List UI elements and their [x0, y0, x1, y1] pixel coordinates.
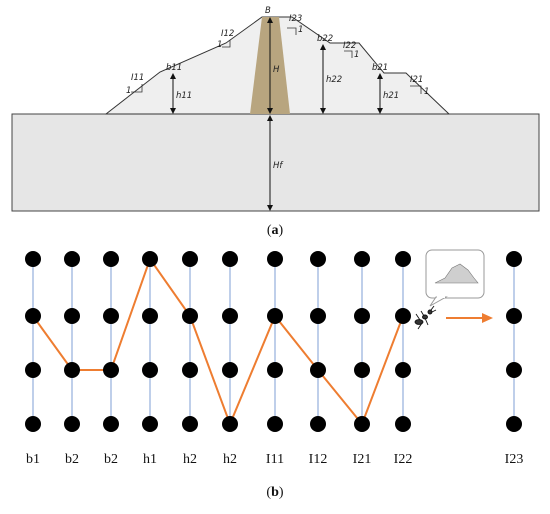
label-one-I12: 1 — [217, 40, 222, 50]
column-label: b2 — [65, 452, 79, 467]
node — [25, 308, 41, 324]
caption-b: (b) — [266, 485, 283, 500]
node — [182, 251, 198, 267]
column-label: I23 — [505, 452, 524, 467]
label-one-I11: 1 — [126, 86, 131, 96]
label-h22: h22 — [326, 75, 342, 85]
node — [222, 251, 238, 267]
node — [395, 251, 411, 267]
node — [142, 362, 158, 378]
column-label: I12 — [309, 452, 328, 467]
node — [25, 251, 41, 267]
label-H: H — [273, 65, 280, 75]
node — [354, 308, 370, 324]
node — [506, 416, 522, 432]
node — [103, 251, 119, 267]
ant-icon — [414, 305, 437, 330]
panel-b-ant-colony-path: b1 b2 b2 h1 h2 h2 I11 I12 I21 I22 I23 — [25, 249, 523, 467]
dimension-H — [267, 17, 273, 114]
node — [64, 416, 80, 432]
column-label: b2 — [104, 452, 118, 467]
label-I23: I23 — [289, 14, 302, 24]
column-label: b1 — [26, 452, 40, 467]
label-one-I22: 1 — [354, 50, 359, 60]
label-I11: I11 — [131, 73, 144, 83]
label-I12: I12 — [221, 29, 234, 39]
node — [354, 362, 370, 378]
column-label: h1 — [143, 452, 157, 467]
node — [267, 251, 283, 267]
label-Hf: Hf — [273, 161, 284, 171]
node — [142, 416, 158, 432]
column-labels: b1 b2 b2 h1 h2 h2 I11 I12 I21 I22 I23 — [26, 452, 523, 467]
caption-a: (a) — [267, 223, 284, 238]
dimension-h11 — [170, 73, 176, 114]
arrow-right-icon — [446, 313, 493, 323]
slope-markers — [131, 27, 422, 94]
label-I22: I22 — [343, 41, 356, 51]
node — [395, 416, 411, 432]
label-h21: h21 — [383, 91, 399, 101]
node — [354, 251, 370, 267]
label-one-I23: 1 — [298, 25, 303, 35]
node — [103, 416, 119, 432]
node — [103, 308, 119, 324]
node — [354, 416, 370, 432]
label-one-I21: 1 — [424, 87, 429, 97]
nodes — [25, 251, 522, 432]
column-label: h2 — [183, 452, 197, 467]
foundation-block — [11, 113, 540, 212]
node — [222, 416, 238, 432]
node — [267, 308, 283, 324]
node — [64, 362, 80, 378]
node — [25, 416, 41, 432]
label-b22: b22 — [317, 34, 333, 44]
node — [267, 362, 283, 378]
column-label: I11 — [266, 452, 284, 467]
dimension-Hf — [267, 115, 273, 211]
column-label: I21 — [353, 452, 372, 467]
column-lines — [32, 259, 515, 424]
label-h11: h11 — [176, 91, 192, 101]
label-b11: b11 — [166, 63, 182, 73]
node — [182, 416, 198, 432]
ant-path — [32, 256, 410, 427]
node — [64, 308, 80, 324]
node — [142, 308, 158, 324]
node — [506, 362, 522, 378]
column-label: I22 — [394, 452, 413, 467]
dimension-h22 — [320, 44, 326, 114]
dam-profile-thumbnail-icon — [425, 249, 485, 307]
node — [310, 251, 326, 267]
panel-a-dam-cross-section: B H Hf h11 h22 h21 b11 b22 b21 I11 I12 I… — [11, 6, 540, 212]
dimension-h21 — [377, 73, 383, 114]
node — [310, 362, 326, 378]
column-label: h2 — [223, 452, 237, 467]
label-I21: I21 — [410, 75, 423, 85]
label-B: B — [265, 6, 271, 16]
node — [64, 251, 80, 267]
node — [310, 416, 326, 432]
node — [103, 362, 119, 378]
label-b21: b21 — [372, 63, 388, 73]
node — [395, 362, 411, 378]
node — [506, 251, 522, 267]
node — [395, 308, 411, 324]
node — [506, 308, 522, 324]
node — [267, 416, 283, 432]
node — [142, 251, 158, 267]
node — [182, 362, 198, 378]
node — [182, 308, 198, 324]
node — [222, 362, 238, 378]
node — [310, 308, 326, 324]
node — [222, 308, 238, 324]
node — [25, 362, 41, 378]
